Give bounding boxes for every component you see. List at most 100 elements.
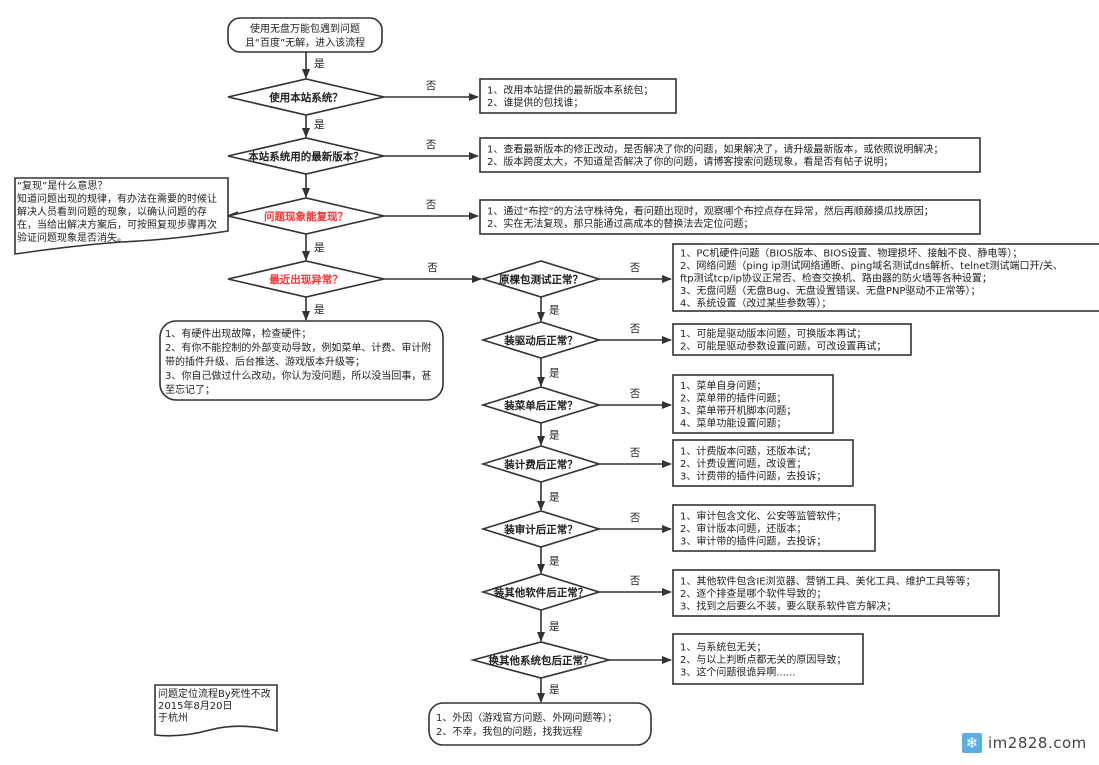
result-text: 1、改用本站提供的最新版本系统包； — [487, 84, 653, 97]
result-box — [672, 374, 834, 434]
no-label: 否 — [426, 139, 437, 151]
author-note-text: 问题定位流程By死性不改 — [158, 687, 271, 700]
result-text: 2、版本跨度太大，不知道是否解决了你的问题，请博客搜索问题现象，看是否有帖子说明… — [487, 155, 893, 168]
no-label: 否 — [630, 447, 641, 459]
connectors: 是是是是是是是是是是是否否否否否否否否否否 — [227, 52, 672, 703]
decision-text: 换其他系统包后正常？ — [489, 654, 594, 667]
yes-label: 是 — [314, 58, 325, 70]
recent-cause-text: 3、你自己做过什么改动，你认为没问题，所以没当回事，甚 — [165, 369, 431, 382]
result-text: 1、通过“布控”的方法守株待兔，看问题出现时，观察哪个布控点存在异常，然后再顺藤… — [487, 205, 934, 218]
result-box — [479, 137, 981, 173]
decision-text: 装菜单后正常？ — [503, 399, 578, 412]
reproduce-note-text: 在，当给出解决方案后，可按照复现步骤再次 — [17, 218, 217, 231]
result-box — [672, 633, 864, 685]
result-box — [672, 439, 854, 487]
result-text: 4、菜单功能设置问题； — [680, 417, 786, 430]
recent-cause-text: 2、有你不能控制的外部变动导致，例如菜单、计费、审计附 — [165, 341, 431, 354]
no-label: 否 — [630, 323, 641, 335]
decision-text: 最近出现异常？ — [269, 273, 343, 286]
decision-diamond — [480, 573, 602, 611]
decision-text: 使用本站系统？ — [268, 91, 343, 104]
result-text: 2、谁提供的包找谁； — [487, 96, 583, 109]
recent-cause-box — [159, 320, 444, 401]
decision-diamond — [227, 78, 385, 116]
decision-text: 问题现象能复现？ — [264, 210, 348, 223]
result-text: 2、审计版本问题，还版本； — [680, 522, 806, 535]
author-note — [154, 684, 278, 737]
decision-diamond — [227, 137, 385, 175]
decision-diamond — [227, 260, 385, 298]
end-text: 1、外因（游戏官方问题、外网问题等）； — [436, 711, 617, 724]
snowflake-icon: ❄ — [962, 733, 982, 753]
result-box — [479, 199, 981, 235]
decision-text: 装其他软件后正常？ — [493, 586, 589, 599]
result-text: 2、网络问题（ping ip测试网络通断、ping域名测试dns解析、telne… — [680, 259, 1063, 272]
yes-label: 是 — [314, 304, 325, 316]
result-text: 2、计费设置问题，改设置； — [680, 457, 806, 470]
result-box — [672, 323, 912, 356]
shapes: 使用无盘万能包遇到问题且“百度”无解，进入该流程使用本站系统？本站系统用的最新版… — [14, 17, 1099, 746]
yes-label: 是 — [549, 492, 560, 504]
start-text: 且“百度”无解，进入该流程 — [245, 36, 365, 49]
result-text: 1、审计包含文化、公安等监管软件； — [680, 509, 846, 522]
reproduce-note-text: “复现”是什么意思？ — [17, 179, 107, 192]
result-text: 3、这个问题很诡异啊...... — [680, 665, 795, 678]
no-label: 否 — [630, 388, 641, 400]
watermark-text: im2828.com — [988, 734, 1087, 752]
no-label: 否 — [630, 262, 641, 274]
recent-cause-text: 至忘记了； — [165, 383, 215, 396]
no-label: 否 — [427, 262, 438, 274]
result-text: 3、无盘问题（无盘Bug、无盘设置错误、无盘PNP驱动不正常等）； — [680, 284, 980, 297]
start-terminator — [227, 17, 383, 53]
decision-diamond — [480, 445, 602, 483]
result-text: ftp测试tcp/ip协议正常否、检查交换机、路由器的防火墙等各种设置； — [680, 271, 992, 284]
decision-diamond — [480, 260, 602, 298]
reproduce-note-text: 解决人员看到问题的现象，以确认问题的存 — [17, 205, 207, 218]
author-note-text: 于杭州 — [158, 711, 188, 724]
yes-label: 是 — [549, 556, 560, 568]
decision-text: 装计费后正常？ — [503, 458, 578, 471]
result-text: 4、系统设置（改过某些参数等）； — [680, 296, 831, 309]
result-box — [672, 569, 1000, 617]
decision-diamond — [227, 197, 385, 235]
no-label: 否 — [630, 512, 641, 524]
result-text: 2、逐个排查是哪个软件导致的； — [680, 587, 826, 600]
no-label: 否 — [426, 199, 437, 211]
yes-label: 是 — [314, 119, 325, 131]
reproduce-note-text: 知道问题出现的规律，有办法在需要的时候让 — [17, 192, 217, 205]
result-text: 2、菜单带的插件问题； — [680, 392, 786, 405]
decision-diamond — [480, 321, 602, 359]
result-text: 1、可能是驱动版本问题，可换版本再试； — [680, 327, 866, 340]
result-text: 1、计费版本问题，还版本试； — [680, 444, 816, 457]
no-label: 否 — [630, 575, 641, 587]
result-text: 3、找到之后要么不装，要么联系软件官方解决； — [680, 599, 896, 612]
decision-diamond — [480, 386, 602, 424]
author-note-text: 2015年8月20日 — [158, 699, 233, 712]
reproduce-note-text: 验证问题现象是否消失。 — [17, 231, 127, 244]
no-label: 否 — [426, 80, 437, 92]
result-text: 2、实在无法复现，那只能通过高成本的替换法去定位问题； — [487, 217, 753, 230]
result-text: 1、查看最新版本的修正改动，是否解决了你的问题，如果解决了，请升级最新版本，或依… — [487, 143, 943, 156]
result-box — [479, 78, 677, 114]
result-text: 3、计费带的插件问题，去投诉； — [680, 469, 826, 482]
recent-cause-text: 带的插件升级、后台推送、游戏版本升级等； — [165, 355, 365, 368]
decision-text: 装审计后正常？ — [503, 523, 578, 536]
yes-label: 是 — [549, 368, 560, 380]
result-text: 3、菜单带开机脚本问题； — [680, 404, 796, 417]
end-terminator — [428, 702, 652, 746]
decision-text: 原棵包测试正常？ — [499, 273, 583, 286]
result-text: 1、PC机硬件问题（BIOS版本、BIOS设置、物理损坏、接触不良、静电等）； — [680, 246, 1022, 259]
result-text: 2、可能是驱动参数设置问题，可改设置再试； — [680, 340, 886, 353]
result-box — [672, 504, 876, 552]
decision-diamond — [469, 641, 613, 679]
result-text: 2、与以上判断点都无关的原因导致； — [680, 653, 846, 666]
result-box — [672, 243, 1099, 312]
result-text: 1、与系统包无关； — [680, 640, 766, 653]
decision-text: 装驱动后正常？ — [503, 334, 578, 347]
watermark: ❄ im2828.com — [962, 733, 1087, 753]
result-text: 3、审计带的插件问题，去投诉； — [680, 534, 826, 547]
result-text: 1、其他软件包含IE浏览器、营销工具、美化工具、维护工具等等； — [680, 574, 976, 587]
start-text: 使用无盘万能包遇到问题 — [250, 22, 360, 35]
yes-label: 是 — [549, 684, 560, 696]
